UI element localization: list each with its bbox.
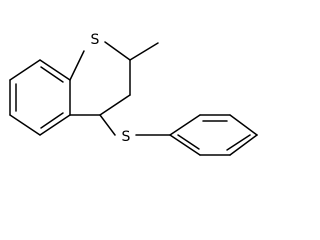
bond-c4a-c8a [39,59,71,81]
thioether-sulfur-label: S [122,129,131,145]
phenyl-double-bond-c [177,134,200,150]
phenyl-ring [169,114,258,156]
atom-label-thioether-sulfur: S [122,129,131,145]
bond-c7-c6 [9,114,41,136]
ring-sulfur-label: S [91,32,100,48]
molecule-diagram: S S [9,32,258,156]
atom-label-ring-sulfur: S [91,32,100,48]
phenyl-bond-3 [229,114,258,136]
phenyl-bond-6 [169,134,201,156]
bond-s1-c2 [104,41,131,61]
chemical-structure-canvas: S S [9,32,258,156]
benzo-ring [9,59,71,136]
double-bond-inner-c6-c5 [40,112,64,129]
bond-c8a-c8 [9,59,41,81]
bond-c4-s [99,114,116,136]
bond-c2-methyl [129,42,159,61]
bond-c6-c5 [39,114,71,136]
thiopyran-ring [69,41,131,116]
bond-c3-c4 [99,94,131,116]
bond-c8a-s1 [69,50,85,81]
phenyl-double-bond-b [226,134,251,151]
phenyl-bond-4 [229,134,258,156]
phenylthio-linkage [99,114,171,136]
phenyl-bond-1 [169,114,201,136]
double-bond-inner-c4a-c8a [40,66,64,83]
